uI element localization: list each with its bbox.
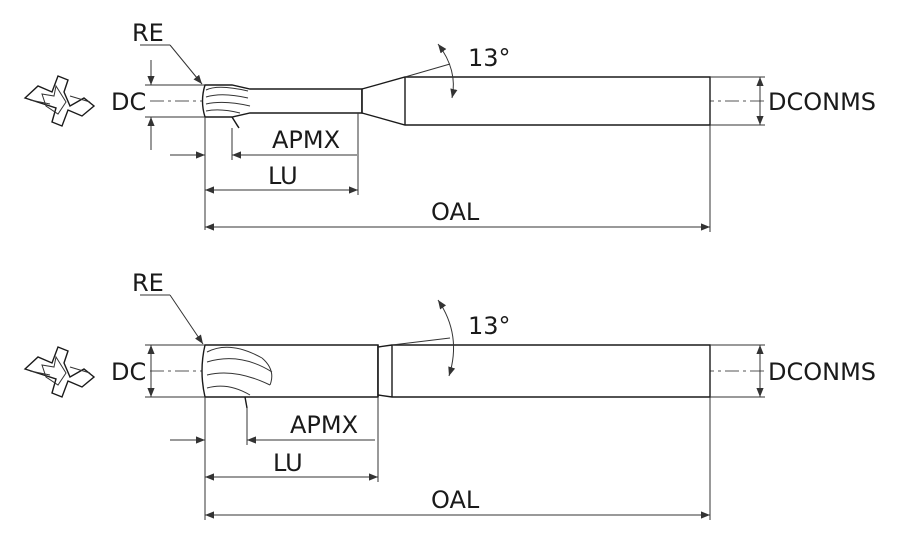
dc-label: DC: [111, 88, 146, 116]
oal-dimension: OAL: [205, 397, 711, 520]
lu-dimension: LU: [204, 113, 359, 230]
oal-label: OAL: [431, 486, 480, 514]
tool-diagram-bottom: 13° RE DC APMX LU: [23, 269, 876, 520]
tool-shank: [377, 344, 711, 398]
lu-label: LU: [268, 162, 298, 190]
re-leader: RE: [132, 269, 204, 345]
oal-dimension: OAL: [205, 125, 711, 232]
re-label: RE: [132, 19, 164, 47]
dc-label: DC: [111, 358, 146, 386]
tool-diagram-top: 13° RE DC APMX: [23, 19, 876, 232]
re-label: RE: [132, 269, 164, 297]
apmx-label: APMX: [290, 411, 358, 439]
dconms-dimension: DCONMS: [710, 76, 876, 126]
lu-label: LU: [273, 449, 303, 477]
dconms-label: DCONMS: [768, 358, 876, 386]
dconms-dimension: DCONMS: [710, 344, 876, 398]
angle-13-dimension: 13°: [404, 43, 511, 99]
dc-dimension: DC: [111, 344, 205, 398]
angle-label: 13°: [468, 312, 511, 340]
apmx-dimension: APMX: [170, 117, 357, 160]
dconms-label: DCONMS: [768, 88, 876, 116]
lu-dimension: LU: [204, 397, 379, 520]
end-view-icon: [23, 75, 96, 127]
tool-shank: [361, 76, 711, 126]
angle-13-dimension: 13°: [391, 299, 511, 377]
dc-dimension: DC: [111, 60, 205, 150]
apmx-dimension: APMX: [170, 397, 375, 445]
oal-label: OAL: [431, 198, 480, 226]
re-leader: RE: [132, 19, 203, 85]
angle-label: 13°: [468, 44, 511, 72]
apmx-label: APMX: [272, 126, 340, 154]
end-view-icon: [23, 346, 96, 398]
cutter-head: [201, 344, 379, 409]
cutter-head: [201, 84, 363, 129]
